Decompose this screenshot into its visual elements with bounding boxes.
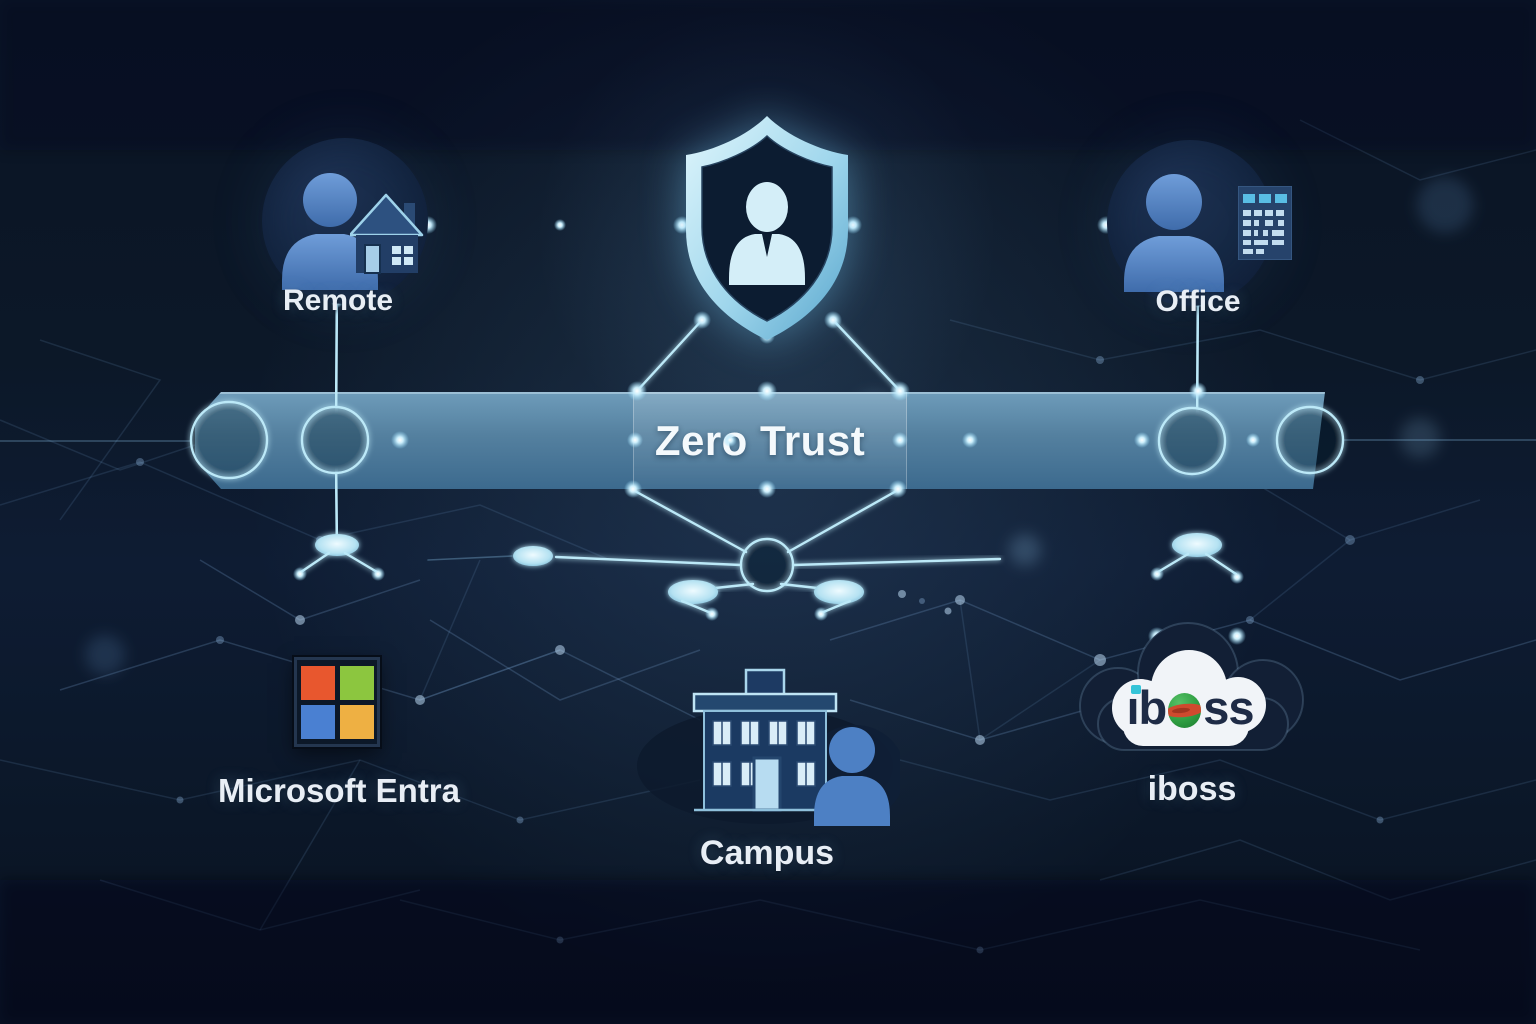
iboss-globe-icon <box>1168 692 1202 728</box>
zero-trust-shield <box>659 110 875 350</box>
campus-building-icon <box>637 668 900 826</box>
microsoft-logo-icon <box>294 657 380 747</box>
house-icon <box>350 193 424 274</box>
microsoft-entra-label: Microsoft Entra <box>217 772 461 809</box>
remote-label: Remote <box>282 284 394 317</box>
iboss-logo-b: b <box>1138 680 1168 734</box>
iboss-logo-ss: ss <box>1203 680 1254 734</box>
office-building-icon <box>1238 186 1292 260</box>
microsoft-square-green <box>339 665 374 700</box>
zero-trust-title: Zero Trust <box>654 416 866 464</box>
campus-label: Campus <box>699 834 835 872</box>
microsoft-square-blue <box>300 704 335 739</box>
zero-trust-banner: Zero Trust <box>195 392 1325 489</box>
iboss-label: iboss <box>1147 770 1237 808</box>
shield-user-icon <box>686 116 848 340</box>
office-label: Office <box>1155 285 1241 318</box>
office-user-icon <box>1124 174 1224 292</box>
iboss-i-dot <box>1131 685 1141 694</box>
microsoft-square-yellow <box>339 704 374 739</box>
microsoft-square-red <box>300 665 335 700</box>
